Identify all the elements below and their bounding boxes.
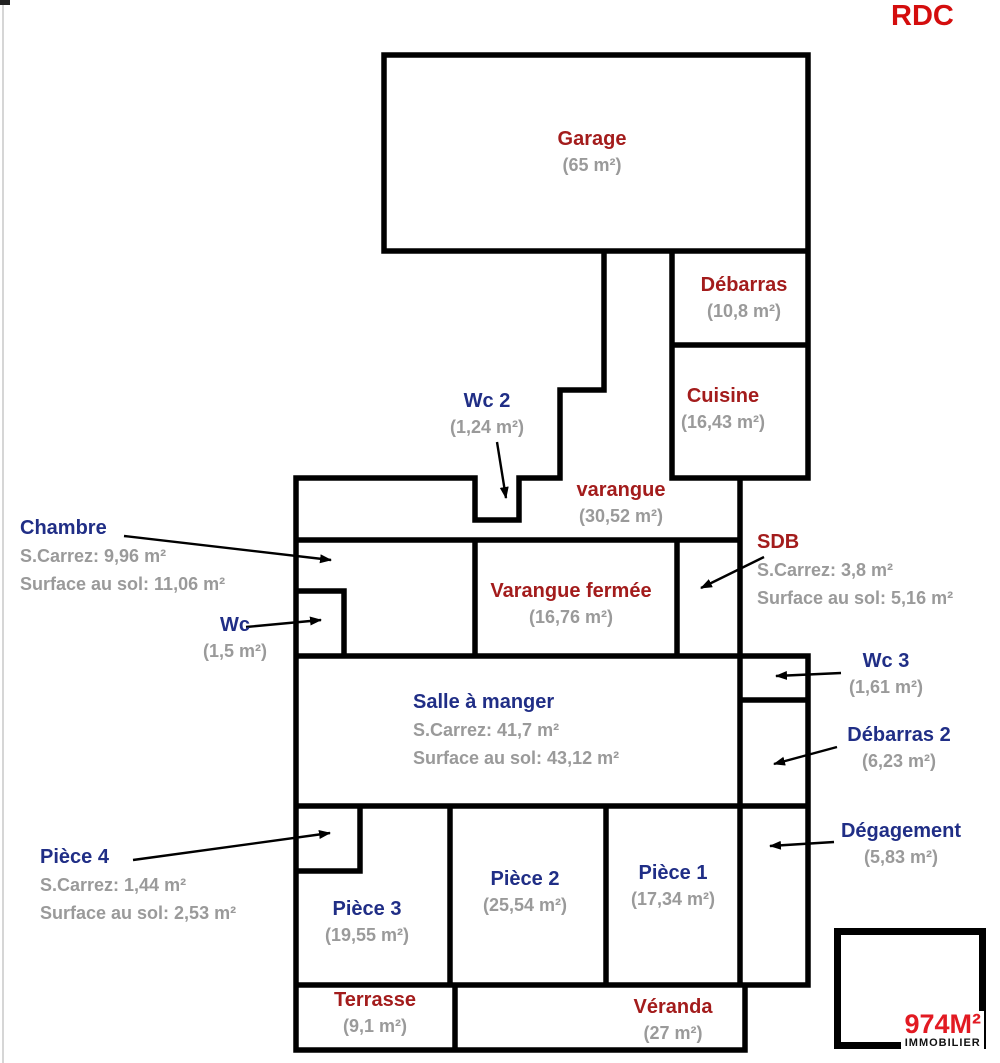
room-label-debarras2: Débarras 2 (6,23 m²) xyxy=(847,724,951,771)
room-label-varangue: varangue (30,52 m²) xyxy=(576,479,666,526)
room-label-chambre: Chambre S.Carrez: 9,96 m² Surface au sol… xyxy=(20,517,226,594)
room-label-salle-a-manger: Salle à manger S.Carrez: 41,7 m² Surface… xyxy=(413,691,620,768)
room-label-wc3: Wc 3 (1,61 m²) xyxy=(848,650,924,697)
walls xyxy=(293,52,811,1053)
arrow-wc xyxy=(245,616,322,629)
room-label-piece3: Pièce 3 (19,55 m²) xyxy=(324,898,410,945)
scan-artifact-corner xyxy=(0,0,10,5)
room-label-cuisine: Cuisine (16,43 m²) xyxy=(680,385,766,432)
agency-logo: 974M² IMMOBILIER xyxy=(834,928,986,1050)
room-label-garage: Garage (65 m²) xyxy=(557,128,627,175)
arrow-chambre xyxy=(123,534,332,564)
room-label-degagement: Dégagement (5,83 m²) xyxy=(840,820,962,867)
logo-subtitle: IMMOBILIER xyxy=(904,1037,981,1049)
floor-title: RDC xyxy=(891,0,954,32)
arrow-debarras2 xyxy=(773,745,838,766)
room-label-piece4: Pièce 4 S.Carrez: 1,44 m² Surface au sol… xyxy=(40,846,237,923)
room-label-terrasse: Terrasse (9,1 m²) xyxy=(334,989,416,1036)
scan-artifact-left-edge xyxy=(2,0,4,1063)
arrow-sdb xyxy=(700,555,765,590)
room-label-veranda: Véranda (27 m²) xyxy=(633,996,713,1043)
arrow-degagement xyxy=(769,840,835,850)
logo-brand: 974M² xyxy=(904,1009,981,1039)
agency-logo-text: 974M² IMMOBILIER xyxy=(901,1011,984,1050)
room-label-wc2: Wc 2 (1,24 m²) xyxy=(449,390,525,437)
room-label-wc: Wc (1,5 m²) xyxy=(202,614,268,661)
arrow-piece4 xyxy=(132,830,331,862)
room-label-piece1: Pièce 1 (17,34 m²) xyxy=(630,862,716,909)
room-label-varangue-fermee: Varangue fermée (16,76 m²) xyxy=(490,580,652,627)
room-label-debarras: Débarras (10,8 m²) xyxy=(700,274,788,321)
arrow-wc3 xyxy=(775,670,842,680)
room-label-sdb: SDB S.Carrez: 3,8 m² Surface au sol: 5,1… xyxy=(757,531,954,608)
room-label-piece2: Pièce 2 (25,54 m²) xyxy=(482,868,568,915)
arrow-wc2 xyxy=(495,441,509,499)
